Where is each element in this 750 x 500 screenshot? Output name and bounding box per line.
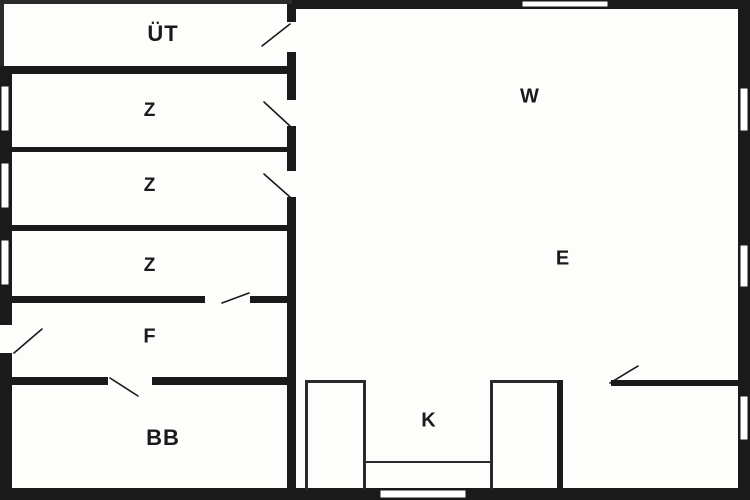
wall-k-right	[490, 380, 493, 490]
wall-k-bottom-ledge	[366, 461, 490, 463]
door-leaf-ut-to-w	[261, 23, 291, 47]
room-label-z3: Z	[143, 255, 157, 276]
thin-wall-group	[0, 0, 296, 70]
wall-f-bottom	[12, 377, 295, 385]
thin-wall-ut-left	[0, 0, 4, 70]
room-label-f: F	[143, 325, 157, 348]
window-left-2	[0, 162, 10, 209]
window-bottom	[379, 489, 467, 499]
wall-e-lower-left	[557, 380, 563, 490]
door-gap-z1-to-w	[287, 100, 296, 126]
door-gap-z2-to-w	[287, 171, 296, 197]
window-left-3	[0, 239, 10, 286]
bottom-right-room-walls	[557, 380, 740, 490]
room-label-e: E	[555, 247, 571, 270]
room-label-k: K	[421, 409, 437, 432]
bottom-wall	[0, 488, 750, 500]
room-label-bb: BB	[146, 425, 180, 450]
wall-z3-bottom	[12, 296, 295, 303]
window-left-1	[0, 85, 10, 132]
room-label-z2: Z	[143, 175, 157, 196]
room-label-w: W	[520, 85, 540, 108]
door-gap-ut-to-w	[287, 22, 296, 52]
door-gap-z3-to-f	[205, 293, 250, 304]
door-leaf-z2-to-w	[263, 173, 291, 198]
door-leaves-group	[13, 23, 639, 397]
room-label-ut: ÜT	[147, 21, 179, 46]
wall-e-lower-top	[611, 380, 740, 386]
wall-closet-left	[305, 380, 308, 490]
wall-z1-bottom	[12, 147, 295, 152]
window-right-1	[739, 87, 749, 132]
door-leaf-f-to-bb	[109, 377, 139, 397]
wall-z2-bottom	[12, 225, 295, 231]
wall-ut-bottom	[0, 66, 296, 74]
window-right-3	[739, 395, 749, 441]
wall-k-top-right	[490, 380, 560, 383]
door-gap-f-to-bb	[108, 374, 152, 386]
window-top	[521, 0, 609, 8]
thin-wall-ut-top	[0, 0, 296, 4]
door-leaf-z1-to-w	[263, 101, 291, 127]
door-leaf-e-to-room	[609, 365, 639, 384]
wall-bb-right	[287, 377, 296, 490]
wall-e-lower-top-stub	[557, 380, 563, 386]
bottom-partitions-group	[305, 380, 560, 490]
top-wall-right	[292, 0, 750, 9]
door-gap-f-exterior	[0, 325, 12, 353]
wall-closet-top	[305, 380, 366, 383]
window-right-2	[739, 244, 749, 288]
room-label-z1: Z	[143, 100, 157, 121]
wall-closet-right	[363, 380, 366, 490]
door-leaf-z3-to-f	[221, 292, 250, 304]
door-gap-e-to-room	[563, 377, 611, 386]
door-leaf-f-exterior	[13, 328, 43, 354]
